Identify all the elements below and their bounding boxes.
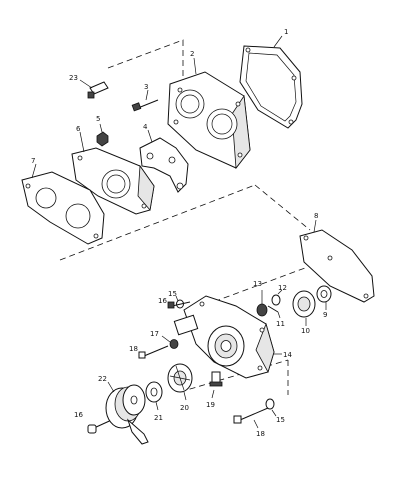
screw-part-11 bbox=[267, 305, 281, 319]
washer-part-12 bbox=[271, 289, 283, 306]
callout-16-lower: 16 bbox=[74, 411, 83, 419]
bracket-part-4 bbox=[139, 129, 189, 193]
callout-7: 7 bbox=[31, 157, 35, 165]
callout-18-upper: 18 bbox=[129, 345, 138, 353]
callout-6: 6 bbox=[76, 125, 81, 133]
callout-11: 11 bbox=[276, 320, 285, 328]
upper-assembly-bracket bbox=[59, 39, 311, 261]
callout-12: 12 bbox=[278, 284, 287, 292]
callout-17: 17 bbox=[150, 330, 159, 338]
callout-14: 14 bbox=[283, 351, 292, 359]
nut-part-17 bbox=[161, 335, 179, 349]
pulley-part-22 bbox=[105, 381, 149, 445]
callout-21: 21 bbox=[154, 414, 163, 422]
callout-13: 13 bbox=[253, 280, 262, 288]
housing-part-2 bbox=[167, 57, 251, 170]
callout-20: 20 bbox=[180, 404, 189, 412]
gasket-part-8 bbox=[299, 219, 375, 303]
nut-part-13 bbox=[256, 290, 268, 317]
washer-part-15-upper bbox=[175, 295, 184, 309]
pump-body-part-14 bbox=[173, 295, 282, 379]
callout-5: 5 bbox=[96, 115, 100, 123]
fitting-part-19 bbox=[209, 371, 223, 399]
callout-15-upper: 15 bbox=[168, 290, 177, 298]
bolt-part-18-lower bbox=[233, 407, 269, 429]
callout-9: 9 bbox=[323, 311, 327, 319]
callout-10: 10 bbox=[301, 327, 310, 335]
callout-2: 2 bbox=[190, 50, 194, 58]
gasket-part-7 bbox=[21, 163, 105, 245]
callout-labels: 1 2 3 4 5 6 7 8 9 10 11 12 13 14 15 15 1… bbox=[31, 28, 327, 438]
callout-15-lower: 15 bbox=[276, 416, 285, 424]
callout-16-upper: 16 bbox=[158, 297, 167, 305]
screw-part-16-upper bbox=[167, 301, 191, 309]
washer-part-21 bbox=[145, 381, 163, 411]
callout-3: 3 bbox=[144, 83, 148, 91]
callout-19: 19 bbox=[206, 401, 215, 409]
cover-part-6 bbox=[71, 131, 155, 215]
impeller-part-20 bbox=[167, 363, 193, 401]
screw-part-16-lower bbox=[87, 417, 117, 434]
fitting-part-23 bbox=[79, 79, 109, 99]
callout-1: 1 bbox=[284, 28, 288, 36]
seal-part-10 bbox=[292, 290, 316, 326]
washer-part-9 bbox=[316, 285, 332, 310]
washer-part-15-lower bbox=[265, 398, 277, 417]
bolt-part-3 bbox=[131, 89, 159, 112]
callout-23: 23 bbox=[69, 74, 78, 82]
callout-8: 8 bbox=[314, 212, 318, 220]
bolt-part-18-upper bbox=[138, 345, 169, 359]
callout-18-lower: 18 bbox=[256, 430, 265, 438]
nut-part-5 bbox=[96, 123, 109, 147]
callout-22: 22 bbox=[98, 375, 107, 383]
gasket-part-1 bbox=[239, 35, 303, 129]
callout-4: 4 bbox=[143, 123, 148, 131]
